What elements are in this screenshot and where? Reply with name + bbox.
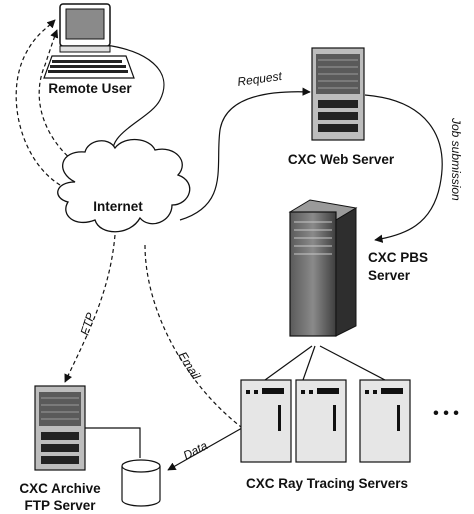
ray-tracing-server-3-icon [359, 379, 411, 463]
edge-data [167, 427, 243, 471]
ray-tracing-server-2-icon [295, 379, 347, 463]
edge-archive-to-disk [85, 427, 141, 458]
edge-email [144, 244, 246, 431]
ftp-label: FTP [78, 311, 98, 337]
archive-label-line1: CXC Archive [19, 481, 101, 496]
remote-user-computer-icon [43, 3, 135, 79]
edge-pbs-to-ray [264, 345, 386, 381]
ray-tracing-server-1-icon [240, 379, 292, 463]
request-label: Request [236, 69, 283, 89]
email-label: Email [175, 349, 203, 382]
web-server-label: CXC Web Server [288, 152, 395, 167]
archive-server-icon [34, 385, 86, 471]
data-label: Data [181, 438, 210, 462]
edge-internet-to-user [104, 44, 165, 161]
ray-tracing-label: CXC Ray Tracing Servers [246, 476, 408, 491]
archive-label-line2: FTP Server [24, 498, 96, 513]
edge-ftp [64, 234, 116, 383]
pbs-server-label-line2: Server [368, 268, 411, 283]
edge-user-dashed-inner [38, 29, 79, 166]
pbs-server-label-line1: CXC PBS [368, 250, 428, 265]
pbs-server-icon [288, 199, 358, 337]
internet-cloud-icon [57, 138, 191, 233]
disk-storage-icon [121, 459, 161, 507]
edge-user-dashed-outer [15, 19, 61, 186]
more-servers-ellipsis: • • • [433, 405, 459, 422]
internet-label: Internet [93, 199, 143, 214]
edge-job-submission [364, 94, 443, 243]
web-server-icon [311, 47, 365, 141]
remote-user-label: Remote User [48, 81, 132, 96]
edge-request [179, 87, 311, 221]
job-submission-label: Job submission [449, 117, 463, 201]
